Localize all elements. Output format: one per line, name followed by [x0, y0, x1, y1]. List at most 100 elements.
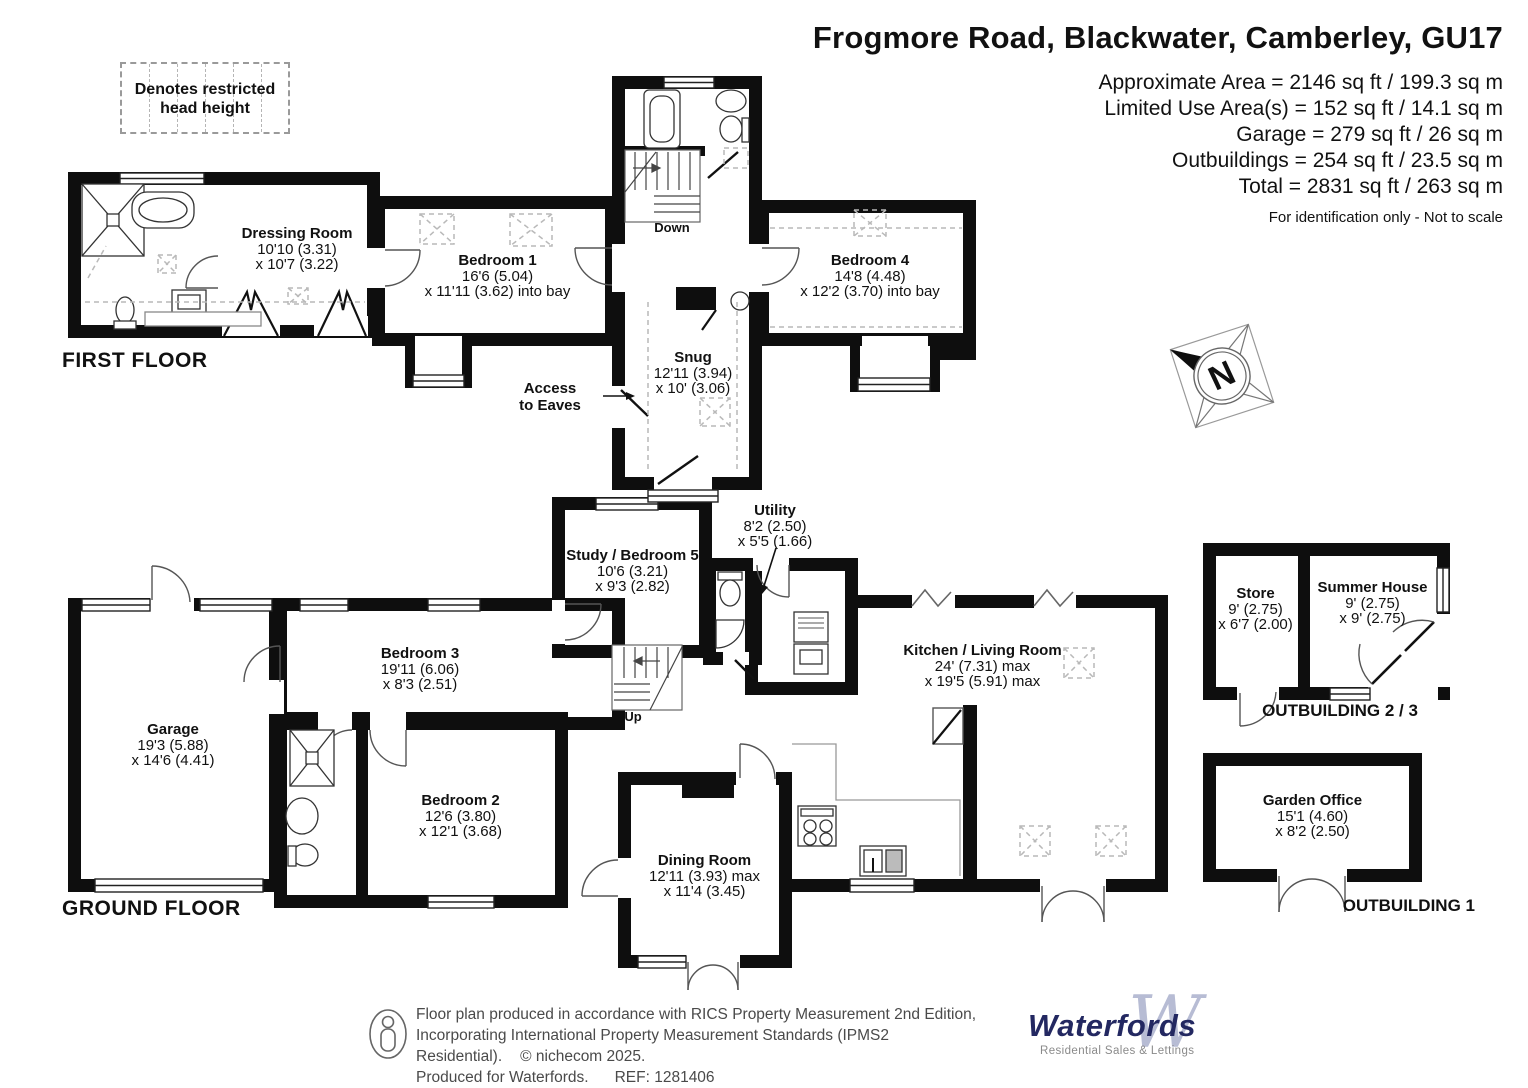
footer-produced-for: Produced for Waterfords. — [416, 1069, 589, 1086]
room-label-dressing-room: Dressing Room 10'10 (3.31) x 10'7 (3.22) — [212, 226, 382, 273]
room-dim: 24' (7.31) max — [934, 657, 1031, 675]
room-dim: 19'3 (5.88) — [137, 736, 209, 754]
room-dim: x 12'1 (3.68) — [419, 823, 502, 840]
fixtures — [81, 89, 961, 877]
sink-icon — [715, 89, 747, 113]
room-name: Garage — [147, 721, 199, 738]
logo-w-glyph: W — [1128, 980, 1203, 1064]
room-dim: 9' (2.75) — [1228, 600, 1283, 618]
access-line2: to Eaves — [519, 397, 581, 414]
access-line1: Access — [523, 380, 577, 397]
room-dim: x 11'11 (3.62) into bay — [424, 283, 571, 300]
wall-break-marks — [911, 588, 1074, 608]
area-limited-use: Limited Use Area(s) = 152 sq ft / 14.1 s… — [1104, 97, 1503, 120]
header: Frogmore Road, Blackwater, Camberley, GU… — [603, 20, 1503, 226]
room-dim: x 9' (2.75) — [1339, 610, 1406, 627]
room-name: Bedroom 3 — [380, 645, 460, 662]
legend-hatch-line — [177, 64, 178, 132]
footer: Floor plan produced in accordance with R… — [368, 1004, 1008, 1088]
room-dim: 19'11 (6.06) — [380, 660, 460, 678]
room-dim: x 5'5 (1.66) — [737, 533, 813, 550]
room-label-garage: Garage 19'3 (5.88) x 14'6 (4.41) — [88, 722, 258, 769]
room-name: Garden Office — [1262, 792, 1363, 809]
footer-line1: Floor plan produced in accordance with R… — [416, 1006, 977, 1023]
room-name: Bedroom 4 — [830, 252, 910, 269]
room-name: Kitchen / Living Room — [903, 642, 1062, 659]
room-dim: x 11'4 (3.45) — [663, 883, 746, 900]
stairs-down-label: Down — [654, 220, 690, 235]
room-name: Snug — [674, 349, 712, 366]
footer-line2-text: Incorporating International Property Mea… — [416, 1027, 889, 1065]
area-outbuildings: Outbuildings = 254 sq ft / 23.5 sq m — [1172, 149, 1503, 172]
disclaimer: For identification only - Not to scale — [1268, 209, 1503, 226]
logo-tagline: Residential Sales & Lettings — [1040, 1045, 1195, 1057]
outbuilding-1-label: OUTBUILDING 1 — [1342, 896, 1475, 915]
room-dim: x 8'3 (2.51) — [382, 676, 458, 693]
room-dim: x 10' (3.06) — [655, 380, 731, 397]
room-dim: 12'11 (3.93) max — [649, 867, 760, 885]
area-total: Total = 2831 sq ft / 263 sq m — [1238, 175, 1503, 198]
annotation-arrows — [603, 392, 777, 594]
logo-wordmark: Waterfords — [1028, 1008, 1197, 1043]
restricted-head-height-legend: Denotes restricted head height — [120, 62, 290, 134]
waterfords-logo: W Waterfords Residential Sales & Letting… — [1028, 980, 1218, 1070]
corner-sink-icon — [715, 619, 745, 649]
room-name: Store — [1236, 585, 1275, 602]
room-dim: 14'8 (4.48) — [834, 267, 906, 285]
legend-hatch-line — [149, 64, 150, 132]
room-dim: 10'6 (3.21) — [596, 562, 669, 580]
room-name: Dressing Room — [241, 225, 353, 242]
legend-hatch-line — [261, 64, 262, 132]
room-dim: 9' (2.75) — [1345, 594, 1400, 612]
room-dim: x 12'2 (3.70) into bay — [800, 283, 940, 300]
area-garage: Garage = 279 sq ft / 26 sq m — [1236, 123, 1503, 146]
room-dim: 8'2 (2.50) — [743, 517, 807, 535]
footer-ref: REF: 1281406 — [614, 1069, 715, 1086]
room-name: Bedroom 2 — [421, 792, 500, 809]
room-name: Utility — [754, 502, 796, 519]
sink-icon — [730, 291, 750, 311]
room-label-dining-room: Dining Room 12'11 (3.93) max x 11'4 (3.4… — [612, 853, 797, 900]
toilet-icon — [115, 296, 135, 324]
stairs-down — [624, 149, 701, 223]
room-dim: x 14'6 (4.41) — [131, 752, 215, 769]
room-dim: x 6'7 (2.00) — [1218, 616, 1293, 633]
kitchen-counter — [792, 743, 961, 876]
room-label-garden-office: Garden Office 15'1 (4.60) x 8'2 (2.50) — [1220, 793, 1405, 840]
room-label-store: Store 9' (2.75) x 6'7 (2.00) — [1183, 586, 1328, 633]
room-label-snug: Snug 12'11 (3.94) x 10' (3.06) — [628, 350, 758, 397]
legend-line2: head height — [160, 100, 250, 117]
room-label-bedroom-3: Bedroom 3 19'11 (6.06) x 8'3 (2.51) — [330, 646, 510, 693]
page-title: Frogmore Road, Blackwater, Camberley, GU… — [812, 20, 1503, 55]
legend-line1: Denotes restricted — [134, 81, 276, 98]
room-label-study-bedroom-5: Study / Bedroom 5 10'6 (3.21) x 9'3 (2.8… — [540, 548, 725, 595]
room-label-bedroom-4: Bedroom 4 14'8 (4.48) x 12'2 (3.70) into… — [765, 253, 975, 300]
windows — [81, 76, 1450, 969]
wall-openings — [150, 244, 1450, 968]
room-dim: x 9'3 (2.82) — [595, 578, 670, 595]
first-floor-label: FIRST FLOOR — [62, 349, 208, 372]
room-dim: 10'10 (3.31) — [257, 240, 337, 258]
outbuilding-2-3-label: OUTBUILDING 2 / 3 — [1262, 701, 1418, 720]
sink-icon — [285, 797, 319, 835]
room-dim: 12'6 (3.80) — [424, 807, 497, 825]
footer-line3: Produced for Waterfords. REF: 1281406 — [416, 1067, 1008, 1088]
room-dim: 16'6 (5.04) — [461, 267, 534, 285]
access-to-eaves-label: Access to Eaves — [498, 380, 602, 414]
room-dim: 12'11 (3.94) — [653, 364, 733, 382]
room-name: Bedroom 1 — [458, 252, 537, 269]
room-dim: x 8'2 (2.50) — [1275, 823, 1350, 840]
washer-icon — [793, 611, 829, 643]
legend-hatch-line — [233, 64, 234, 132]
compass-icon: N — [1169, 323, 1275, 429]
room-label-summer-house: Summer House 9' (2.75) x 9' (2.75) — [1290, 580, 1455, 627]
room-name: Dining Room — [657, 852, 752, 869]
room-dim: x 19'5 (5.91) max — [924, 673, 1041, 690]
legend-text: Denotes restricted head height — [122, 64, 288, 118]
restricted-head-height-marks — [85, 147, 1127, 857]
room-label-bedroom-1: Bedroom 1 16'6 (5.04) x 11'11 (3.62) int… — [400, 253, 595, 300]
area-approximate: Approximate Area = 2146 sq ft / 199.3 sq… — [1098, 71, 1504, 94]
stairs-up-label: Up — [624, 709, 642, 724]
